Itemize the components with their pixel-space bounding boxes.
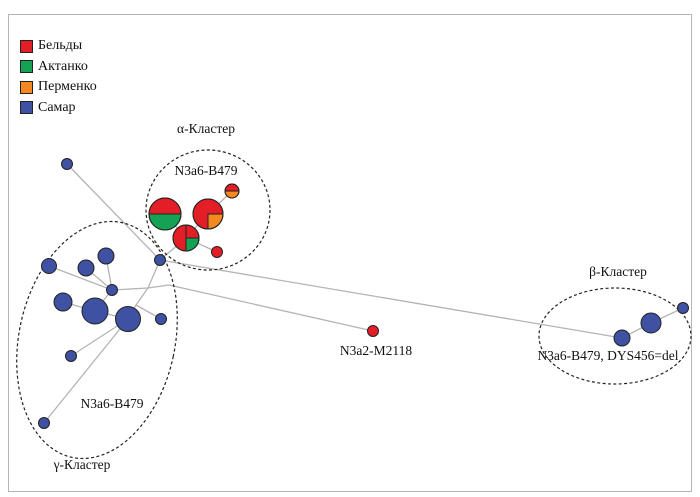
legend-item-permenko: Перменко (20, 77, 97, 98)
beta-cluster-title: β-Кластер (589, 264, 647, 279)
legend-label: Перменко (38, 79, 97, 95)
edge (147, 284, 170, 289)
node-samar (65, 350, 77, 362)
node-beldy (211, 246, 223, 258)
edge (168, 284, 374, 332)
alpha-cluster-title: α-Кластер (177, 121, 235, 136)
cluster-outlines (16, 149, 692, 460)
node-samar (41, 258, 57, 274)
edge (43, 318, 129, 424)
legend-label: Актанко (38, 58, 88, 74)
legend-item-beldy: Бельды (20, 36, 97, 57)
node-samar (106, 284, 118, 296)
node-samar (61, 158, 73, 170)
node-samar (81, 297, 109, 325)
node-pie-beldy-permenko-small (224, 183, 240, 199)
node-samar (38, 417, 50, 429)
gamma-cluster-outline (16, 220, 178, 460)
legend-label: Бельды (38, 38, 83, 54)
legend-swatch (20, 60, 33, 74)
figure-frame (8, 14, 692, 492)
node-samar (155, 313, 167, 325)
node-samar (677, 302, 689, 314)
gamma-cluster-title: γ-Кластер (53, 457, 111, 472)
alpha-cluster-outline (145, 149, 271, 271)
edge (111, 287, 149, 291)
outlier-haplogroup: N3a2-M2118 (340, 343, 412, 358)
beta-cluster-haplogroup: N3a6-B479, DYS456=del (537, 348, 678, 363)
legend-swatch (20, 80, 33, 94)
node-samar (77, 259, 95, 277)
legend-label: Самар (38, 99, 76, 115)
edge (66, 163, 161, 261)
node-beldy (367, 325, 379, 337)
node-samar (640, 312, 662, 334)
legend-item-aktanko: Актанко (20, 57, 97, 78)
network-nodes (38, 158, 689, 429)
node-pie-beldy-aktanko (148, 197, 182, 231)
legend-swatch (20, 101, 33, 115)
node-samar (613, 329, 631, 347)
node-samar (97, 247, 115, 265)
legend-item-samar: Самар (20, 98, 97, 119)
edge (48, 265, 113, 291)
gamma-cluster-haplogroup: N3a6-B479 (81, 396, 144, 411)
node-samar (53, 292, 73, 312)
node-samar (154, 254, 166, 266)
beta-cluster-outline (538, 287, 692, 385)
network-edges (43, 163, 684, 424)
alpha-cluster-haplogroup: N3a6-B479 (175, 163, 238, 178)
node-pie-beldy-aktanko-small (172, 224, 200, 252)
legend-swatch (20, 39, 33, 53)
node-samar (115, 306, 141, 332)
node-pie-beldy-permenko (192, 198, 224, 230)
edge (135, 287, 149, 306)
edge (159, 259, 623, 339)
legend: Бельды Актанко Перменко Самар (20, 36, 97, 118)
